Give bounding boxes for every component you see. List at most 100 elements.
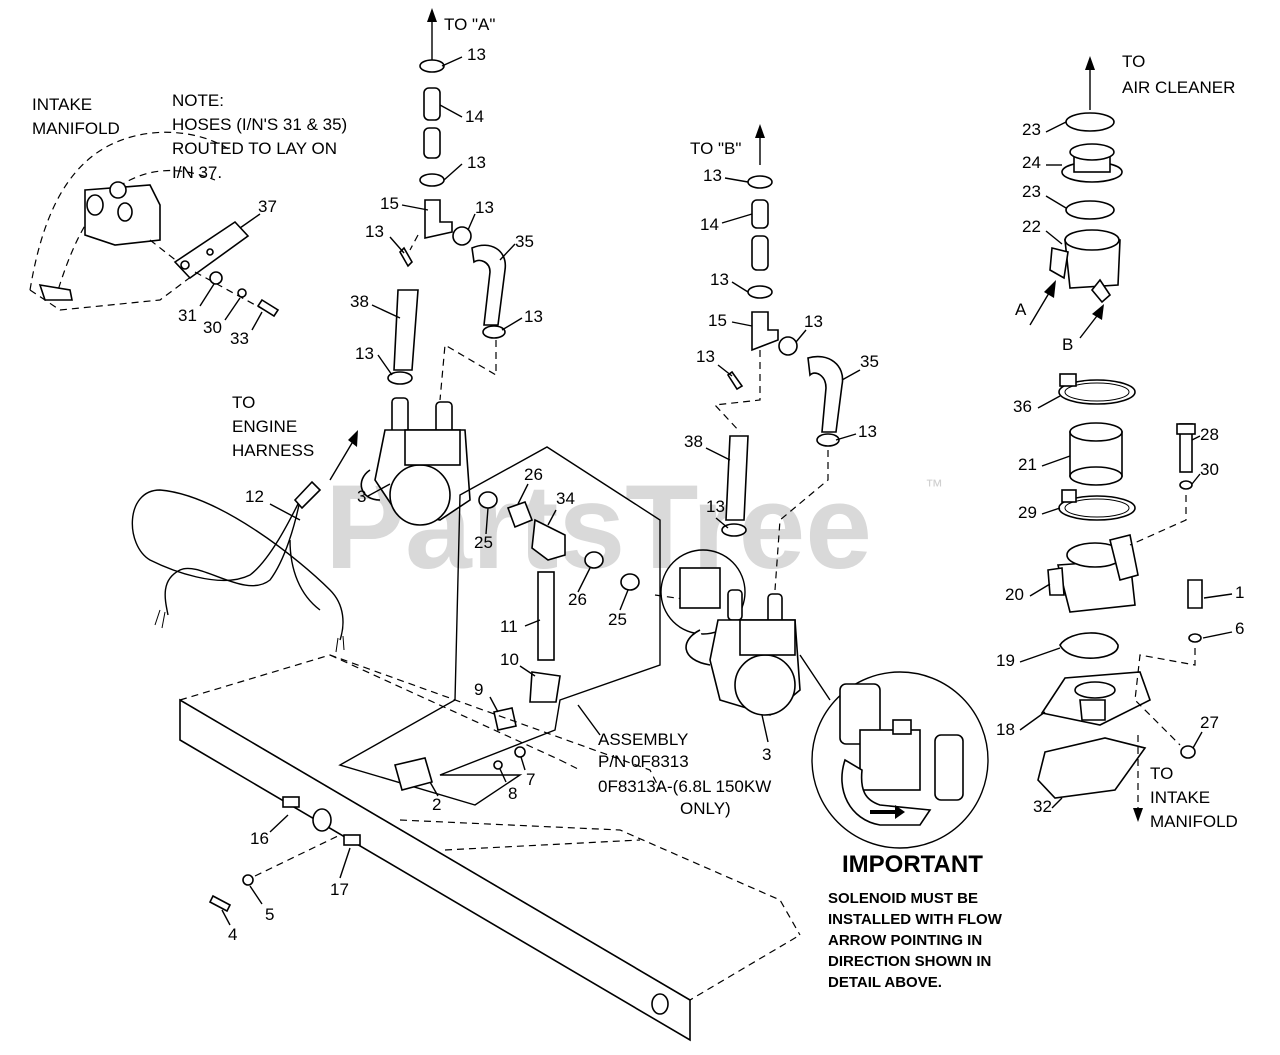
part-13-clamp (387, 371, 413, 385)
part-7-nut (514, 746, 526, 758)
callout-leader (1019, 711, 1046, 731)
callout-leader (1045, 195, 1067, 209)
callout-number: 13 (475, 198, 494, 217)
solenoid-detail (839, 683, 964, 826)
to-b-label: TO "B" (690, 139, 741, 158)
callout-leader (717, 364, 733, 377)
part-3-regulator (360, 397, 471, 526)
part-15-tee (751, 311, 779, 352)
callout-leader (499, 243, 516, 261)
callout-number: 13 (365, 222, 384, 241)
callout-leader (577, 567, 591, 593)
callout-number: 37 (258, 197, 277, 216)
callout-leader (1045, 121, 1067, 133)
callout-leader (1191, 435, 1201, 441)
to-intake-manifold-arrow (1133, 735, 1143, 822)
trademark: ™ (925, 476, 943, 496)
callout-number: 17 (330, 880, 349, 899)
callout-leader (1045, 230, 1063, 245)
part-22-adapter (1049, 229, 1121, 304)
callout-number: 9 (474, 680, 483, 699)
callout-leader (249, 885, 263, 905)
callout-leader (239, 213, 261, 229)
part-4-screw (208, 894, 232, 913)
callout-leader (524, 619, 541, 627)
callout-number: 8 (508, 784, 517, 803)
callout-number: 22 (1022, 217, 1041, 236)
callout-number: 4 (228, 925, 237, 944)
callout-number: 26 (524, 465, 543, 484)
assembly-outline (338, 446, 661, 806)
callout-number: 13 (696, 347, 715, 366)
callout-number: 13 (710, 270, 729, 289)
callout-number: 12 (245, 487, 264, 506)
callout-number: 13 (703, 166, 722, 185)
callout-number: 23 (1022, 182, 1041, 201)
callout-leader (499, 768, 507, 783)
arrow-b (1079, 304, 1104, 339)
part-35-hose (471, 244, 506, 326)
part-14-hose (751, 199, 769, 229)
callout-leader (1029, 583, 1051, 597)
part-13-clamp (816, 433, 840, 447)
part-28-bolt (1176, 423, 1196, 473)
part-38-hose (725, 435, 749, 521)
callout-number: 13 (858, 422, 877, 441)
callout-number: 25 (474, 533, 493, 552)
callout-number: 29 (1018, 503, 1037, 522)
part-18-adapter (1040, 671, 1151, 726)
callout-number: 13 (804, 312, 823, 331)
to-air-cleaner-label: TO AIR CLEANER (1122, 52, 1235, 97)
callout-leader (401, 204, 429, 211)
callout-leader (547, 509, 557, 526)
callout-leader (715, 517, 729, 529)
part-35-hose (807, 355, 844, 433)
part-14-hose (751, 235, 769, 271)
callout-leader (1202, 631, 1233, 639)
callout-number: 38 (684, 432, 703, 451)
callout-number: 14 (465, 107, 484, 126)
solenoid-small (679, 567, 721, 609)
part-12-wire-harness (131, 480, 345, 653)
callout-number: 5 (265, 905, 274, 924)
detail-circle-large (811, 671, 989, 849)
callout-leader (221, 909, 231, 926)
callout-leader (429, 781, 439, 797)
callout-leader (439, 104, 463, 118)
callout-number: 15 (708, 311, 727, 330)
callout-leader (269, 814, 289, 833)
callout-leader (519, 665, 536, 677)
callout-number: 13 (706, 497, 725, 516)
part-24-ring (1061, 143, 1123, 183)
callout-number: 30 (1200, 460, 1219, 479)
callout-number: 28 (1200, 425, 1219, 444)
callout-leader (731, 281, 749, 293)
to-b-arrow (755, 124, 765, 165)
callout-number: 35 (515, 232, 534, 251)
callout-leader (724, 177, 749, 183)
callout-number: 13 (467, 153, 486, 172)
callout-number: 14 (700, 215, 719, 234)
part-6-washer (1188, 633, 1202, 643)
to-a-arrow (427, 8, 437, 62)
part-11-pipe (537, 571, 555, 661)
hose-note: NOTE: HOSES (I/N'S 31 & 35) ROUTED TO LA… (172, 91, 352, 182)
callout-number: 1 (1235, 583, 1244, 602)
callout-number: 38 (350, 292, 369, 311)
callout-number: 25 (608, 610, 627, 629)
callout-leader (1019, 647, 1061, 663)
part-2-fitting (394, 757, 433, 791)
part-13-clamp (721, 523, 747, 537)
callout-number: 30 (203, 318, 222, 337)
to-air-cleaner-arrow (1085, 56, 1095, 110)
part-29-clamp (1058, 489, 1136, 521)
callout-leader (1037, 395, 1061, 409)
callout-leader (731, 321, 753, 327)
intake-manifold-label: INTAKE MANIFOLD (32, 95, 120, 138)
part-13-clamp (452, 226, 472, 246)
part-14-hose (423, 127, 441, 159)
callout-number: 35 (860, 352, 879, 371)
callout-leader (389, 236, 405, 254)
